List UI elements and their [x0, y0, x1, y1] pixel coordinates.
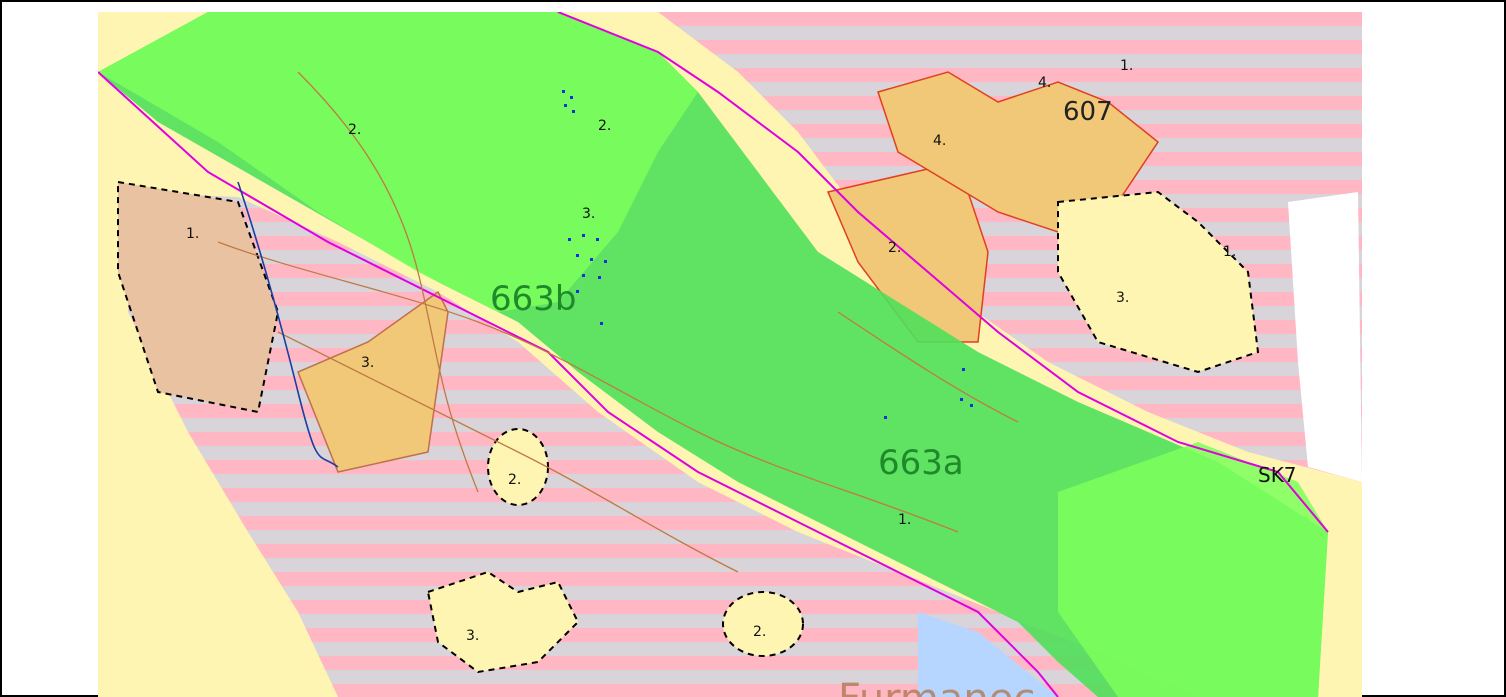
- boundary-line-north: [98, 71, 1059, 697]
- stream-line: [237, 181, 339, 468]
- code-label-607: 607: [1063, 97, 1113, 127]
- parcel-label-2-e: 2.: [888, 240, 901, 256]
- cream-island-3: [426, 570, 580, 674]
- parcel-label-1-green: 1.: [898, 512, 911, 528]
- parcel-label-3-d: 3.: [466, 628, 479, 644]
- parcel-label-1-east: 1.: [1223, 244, 1236, 260]
- parcel-label-3-b: 3.: [361, 355, 374, 371]
- sk7-label: SK7: [1258, 463, 1297, 487]
- tan-cluster-607: [877, 71, 1160, 233]
- parcel-label-3-a: 3.: [582, 206, 595, 222]
- cream-island-east: [1057, 190, 1260, 374]
- forest-map[interactable]: 663b 663a 1. 1. 1. 1. 2. 2. 2. 2. 2. 3. …: [98, 12, 1362, 697]
- cream-island-2: [722, 591, 804, 657]
- watercourse-label: Furmanec: [838, 676, 1035, 697]
- contour-lines: [217, 71, 1019, 573]
- boundary-line-south: [557, 12, 1329, 533]
- parcel-label-4-b: 4.: [1038, 75, 1051, 91]
- parcel-label-2-b: 2.: [598, 118, 611, 134]
- brown-patch-west: [117, 180, 280, 414]
- blue-point-markers: [562, 90, 973, 419]
- tan-patch-center: [297, 290, 449, 473]
- light-green-north: [98, 12, 698, 312]
- white-region-east: [1288, 192, 1362, 482]
- parcel-label-2-a: 2.: [348, 122, 361, 138]
- parcel-label-1-north: 1.: [1120, 58, 1133, 74]
- water-area: [918, 612, 1058, 697]
- striped-area-southwest: [128, 192, 1198, 697]
- light-green-east: [1058, 442, 1328, 697]
- parcel-label-3-c: 3.: [1116, 290, 1129, 306]
- stand-label-663a: 663a: [878, 443, 964, 483]
- parcel-label-4-a: 4.: [933, 133, 946, 149]
- stand-label-663b: 663b: [490, 279, 576, 319]
- parcel-label-2-c: 2.: [508, 472, 521, 488]
- cream-island-1: [487, 428, 549, 506]
- parcel-label-2-d: 2.: [753, 624, 766, 640]
- parcel-label-1: 1.: [186, 226, 199, 242]
